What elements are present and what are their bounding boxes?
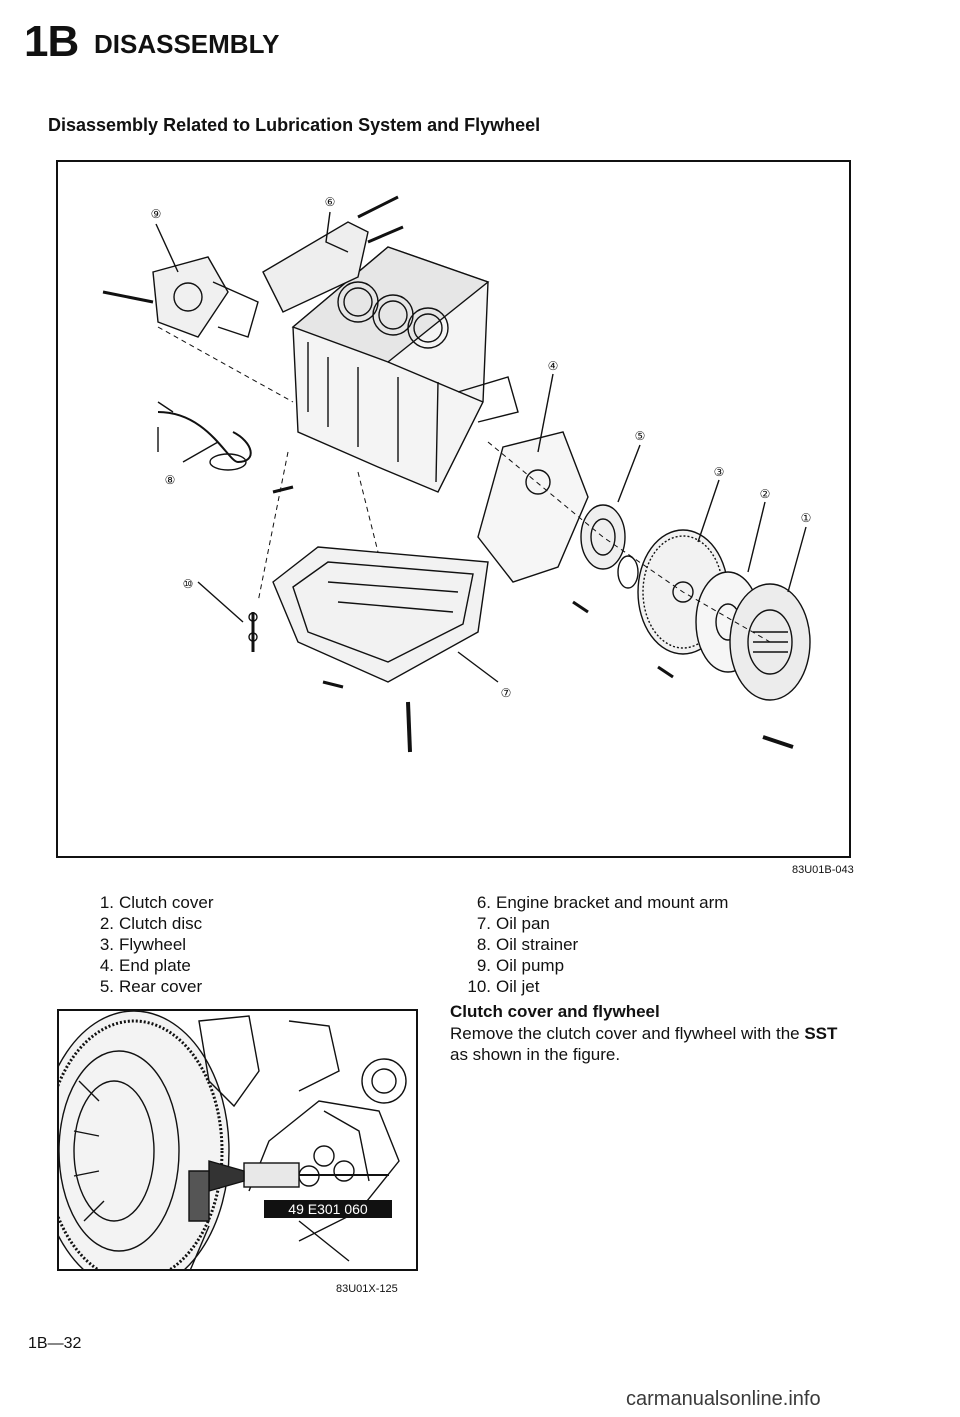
legend-item: 1.Clutch cover [99, 893, 214, 912]
watermark: carmanualsonline.info [626, 1388, 821, 1410]
legend-item: 4.End plate [99, 956, 191, 975]
sst-label-plate [264, 1200, 392, 1218]
subsection-body: Remove the clutch cover and flywheel wit… [450, 1024, 838, 1064]
chapter-number: 1B [24, 17, 79, 66]
chapter-title: DISASSEMBLY [94, 29, 280, 59]
parts-legend-left: 1.Clutch cover 2.Clutch disc 3.Flywheel … [88, 892, 214, 997]
legend-item: 5.Rear cover [99, 977, 203, 996]
parts-legend-right: 6.Engine bracket and mount arm 7.Oil pan… [465, 892, 728, 997]
callout-6: ⑥ [325, 195, 336, 209]
sst-figure: 49 E301 060 [57, 1009, 418, 1271]
sst-part-number: 49 E301 060 [288, 1201, 368, 1217]
sst-illustration: 49 E301 060 [59, 1011, 407, 1269]
figure-code-2: 83U01X-125 [336, 1283, 398, 1295]
legend-item: 8.Oil strainer [476, 935, 579, 954]
legend-item: 9.Oil pump [476, 956, 565, 975]
callout-4: ④ [548, 359, 559, 373]
page-number: 1B—32 [28, 1335, 82, 1352]
legend-item: 6.Engine bracket and mount arm [476, 893, 729, 912]
exploded-view-illustration: ⑨ ⑥ ④ ⑤ ③ ② ① ⑦ ⑧ ⑩ [102, 195, 812, 753]
legend-item: 7.Oil pan [476, 914, 550, 933]
callout-10: ⑩ [183, 577, 194, 591]
legend-item: 2.Clutch disc [99, 914, 203, 933]
callout-3: ③ [714, 465, 725, 479]
callout-8: ⑧ [165, 473, 176, 487]
sst-term: SST [804, 1024, 838, 1043]
exploded-view-figure: ⑨ ⑥ ④ ⑤ ③ ② ① ⑦ ⑧ ⑩ [56, 160, 851, 858]
legend-item: 3.Flywheel [99, 935, 187, 954]
subsection-title: Clutch cover and flywheel [450, 1002, 660, 1021]
callout-7: ⑦ [501, 686, 512, 700]
callout-9: ⑨ [151, 207, 162, 221]
legend-item: 10.Oil jet [467, 977, 540, 996]
callout-1: ① [801, 511, 812, 525]
callout-5: ⑤ [635, 429, 646, 443]
callout-2: ② [760, 487, 771, 501]
figure-code: 83U01B-043 [792, 864, 854, 876]
section-title: Disassembly Related to Lubrication Syste… [48, 115, 541, 135]
